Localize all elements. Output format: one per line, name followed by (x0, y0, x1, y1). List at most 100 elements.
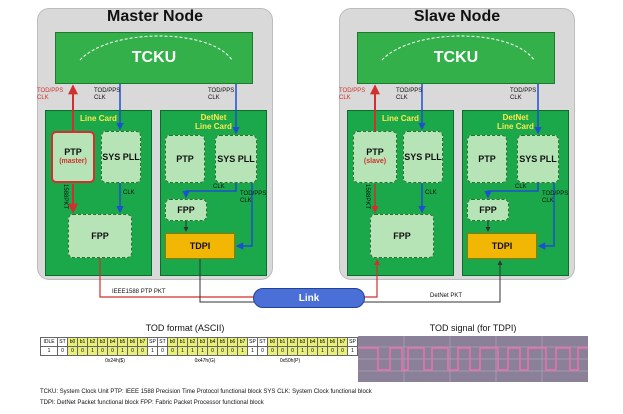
master-detnet-fpp: FPP (165, 199, 207, 221)
tod-header-cell: b6 (327, 337, 338, 347)
slave-node-title: Slave Node (413, 8, 501, 25)
master-tod-pps-label-2: TOD/PPS CLK (208, 88, 235, 101)
slave-line-card-title: Line Card (382, 114, 419, 123)
tod-header-cell: b1 (177, 337, 188, 347)
master-detnet-title-2: Line Card (195, 122, 232, 131)
slave-line-sys-pll: SYS PLL (403, 131, 443, 183)
master-detnet-pll-to-tdpi-arrow (235, 183, 253, 250)
tod-group-3: 0x50h(P) (279, 358, 301, 364)
tod-format-title: TOD format (ASCII) (145, 323, 225, 333)
slave-detnet-sys-pll: SYS PLL (517, 135, 559, 183)
ieee-pkt-label: IEEE1588 PTP PKT (112, 289, 166, 295)
tod-header-cell: b4 (307, 337, 318, 347)
tod-header-cell: ST (57, 337, 68, 347)
ieee-pkt-path (99, 258, 380, 298)
slave-tod-pps-red-label: TOD/PPS CLK (339, 88, 366, 101)
master-ptp-label: PTP (64, 147, 82, 157)
tod-header-cell: b3 (97, 337, 108, 347)
slave-clk-label-2: CLK (515, 184, 527, 190)
master-tcku: TCKU (55, 32, 253, 84)
tod-bit-cell: 0 (217, 346, 228, 356)
master-ptp-block: PTP (master) (51, 131, 95, 183)
slave-tcku: TCKU (357, 32, 555, 84)
tod-header-cell: b2 (287, 337, 298, 347)
tod-header-cell: b0 (167, 337, 178, 347)
master-tod-pps-side-label: TOD/PPS CLK (240, 191, 267, 204)
slave-detnet-ptp: PTP (467, 135, 507, 183)
tod-header-cell: b6 (127, 337, 138, 347)
master-clk-label-1: CLK (123, 190, 135, 196)
slave-clk-label-1: CLK (425, 190, 437, 196)
tod-header-cell: SP (347, 337, 358, 347)
tod-bit-cell: 1 (147, 346, 158, 356)
master-tcku-curve (79, 35, 233, 61)
tod-header-cell: b2 (87, 337, 98, 347)
master-detnet-pll-to-fpp-arrow (182, 183, 237, 199)
tod-bit-cell: 0 (137, 346, 148, 356)
slave-1588pkt-label: 1588PKT (364, 184, 370, 210)
tod-header-cell: ST (157, 337, 168, 347)
master-arrows (68, 35, 253, 250)
tod-header-cell: b4 (207, 337, 218, 347)
tod-bit-cell: 0 (67, 346, 78, 356)
tod-header-cell: b2 (187, 337, 198, 347)
tod-bit-cell: 1 (237, 346, 248, 356)
tod-bit-cell: 1 (187, 346, 198, 356)
master-tdpi: TDPI (165, 233, 235, 259)
slave-line-fpp: FPP (370, 214, 434, 258)
tod-bit-cell: 0 (327, 346, 338, 356)
tod-bit-cell: 0 (207, 346, 218, 356)
master-detnet-sys-pll: SYS PLL (215, 135, 257, 183)
tod-bit-cell: 1 (117, 346, 128, 356)
tod-bit-cell: 0 (267, 346, 278, 356)
tod-header-cell: b1 (77, 337, 88, 347)
tod-header-cell: SP (247, 337, 258, 347)
tod-header-cell: b5 (117, 337, 128, 347)
slave-ptp-block: PTP (slave) (353, 131, 397, 183)
legend-line-2: TDPI: DetNet Packet functional block FPP… (40, 400, 264, 406)
tod-bit-cell: 1 (197, 346, 208, 356)
master-tod-pps-label-1: TOD/PPS CLK (94, 88, 121, 101)
tod-bit-cell: 1 (247, 346, 258, 356)
tod-signal-scope (358, 336, 588, 382)
tod-header-cell: b5 (317, 337, 328, 347)
slave-tod-pps-label-1: TOD/PPS CLK (396, 88, 423, 101)
slave-detnet-title-1: DetNet (502, 113, 529, 122)
slave-arrows (370, 35, 555, 250)
tod-bit-cell: 1 (177, 346, 188, 356)
tod-bit-cell: 0 (307, 346, 318, 356)
tod-bit-cell: 0 (77, 346, 88, 356)
master-clk-label-2: CLK (213, 184, 225, 190)
master-line-card-title: Line Card (80, 114, 117, 123)
tod-bit-cell: 1 (317, 346, 328, 356)
tod-signal-title: TOD signal (for TDPI) (429, 323, 517, 333)
slave-detnet-pll-to-fpp-arrow (484, 183, 539, 199)
tod-header-cell: b3 (197, 337, 208, 347)
tod-header-cell: IDLE (40, 337, 58, 347)
tod-header-cell: b0 (267, 337, 278, 347)
tod-bit-cell: 0 (107, 346, 118, 356)
slave-ptp-role: (slave) (363, 158, 387, 165)
slave-tdpi: TDPI (467, 233, 537, 259)
tod-bit-cell: 1 (40, 346, 58, 356)
master-1588pkt-label: 1588PKT (62, 184, 68, 210)
master-ptp-role: (master) (59, 158, 87, 165)
tod-bit-cell: 1 (297, 346, 308, 356)
legend-line-1: TCKU: System Clock Unit PTP: IEEE 1588 P… (40, 389, 372, 395)
master-detnet-ptp: PTP (165, 135, 205, 183)
tod-bit-cell: 0 (97, 346, 108, 356)
tod-header-cell: b1 (277, 337, 288, 347)
tod-signal-wave (358, 336, 588, 382)
tod-bit-cell: 0 (57, 346, 68, 356)
tod-bit-cell: 1 (87, 346, 98, 356)
tod-bit-cell: 0 (277, 346, 288, 356)
tod-bit-cell: 0 (127, 346, 138, 356)
slave-tcku-curve (381, 35, 535, 61)
detnet-pkt-label: DetNet PKT (430, 293, 463, 299)
tod-bit-cell: 0 (337, 346, 348, 356)
tod-header-cell: b7 (337, 337, 348, 347)
master-line-sys-pll: SYS PLL (101, 131, 141, 183)
tod-header-cell: b6 (227, 337, 238, 347)
master-detnet-title-1: DetNet (200, 113, 227, 122)
